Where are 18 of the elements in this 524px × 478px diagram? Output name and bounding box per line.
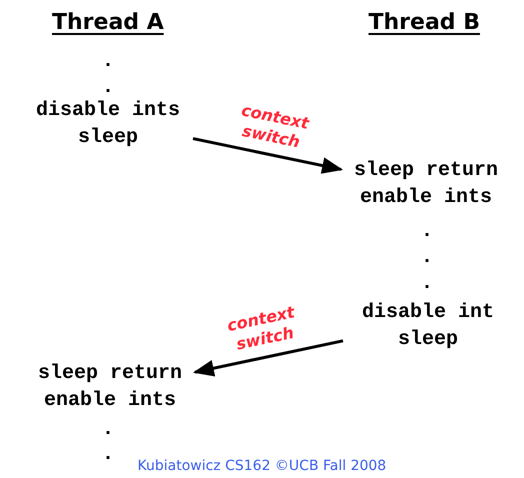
- continuation-dot: .: [421, 274, 434, 294]
- code-text: sleep return enable ints: [25, 360, 195, 414]
- edge-label: context switch: [224, 301, 298, 356]
- continuation-dot: .: [102, 445, 114, 465]
- footer-text: Kubiatowicz CS162 ©UCB Fall 2008: [138, 458, 386, 474]
- continuation-dot: .: [102, 52, 114, 72]
- continuation-dot: .: [421, 248, 434, 268]
- continuation-dot: .: [102, 78, 114, 98]
- continuation-dot: .: [102, 420, 114, 440]
- column-heading: Thread A: [52, 10, 164, 34]
- column-heading: Thread B: [368, 10, 480, 34]
- continuation-dot: .: [421, 222, 434, 242]
- code-text: disable ints sleep: [23, 97, 193, 151]
- edge-label: context switch: [238, 99, 312, 154]
- code-text: sleep return enable ints: [341, 157, 511, 211]
- code-text: disable int sleep: [343, 299, 513, 353]
- arrow: [192, 339, 344, 376]
- arrow: [192, 137, 344, 174]
